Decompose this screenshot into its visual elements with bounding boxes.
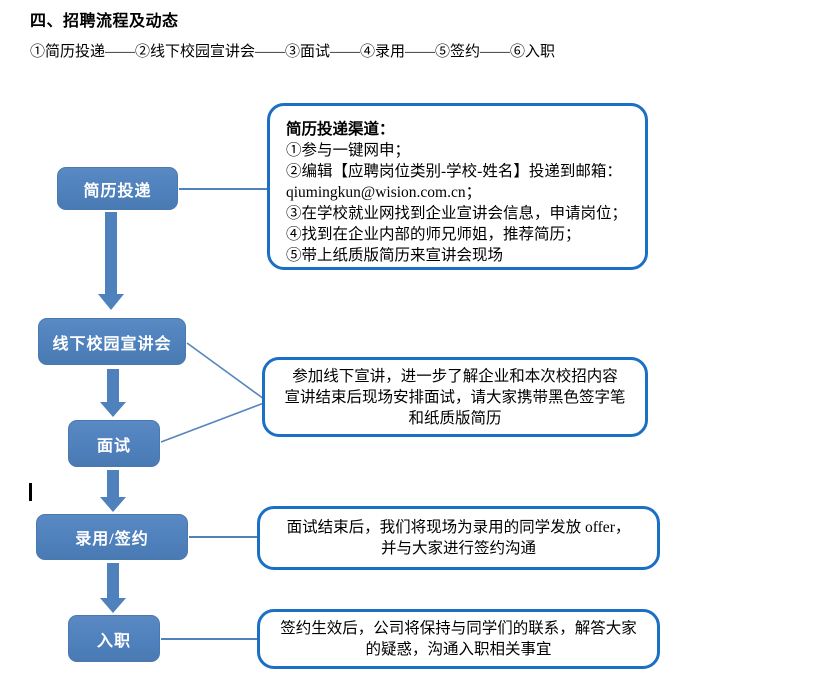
flow-step-offer: 录用/签约 — [36, 514, 188, 560]
down-arrow-1 — [98, 212, 124, 310]
callout-presentation-info: 参加线下宣讲，进一步了解企业和本次校招内容 宣讲结束后现场安排面试，请大家携带黑… — [262, 357, 648, 437]
callout-resume-line-4: ③在学校就业网找到企业宣讲会信息，申请岗位； — [286, 205, 628, 222]
flow-step-resume: 简历投递 — [57, 167, 178, 210]
flow-step-onboarding: 入职 — [68, 615, 160, 662]
flow-step-offer-label: 录用/签约 — [75, 531, 149, 548]
down-arrow-2 — [100, 369, 126, 417]
down-arrow-3 — [100, 470, 126, 512]
callout-offer-info: 面试结束后，我们将现场为录用的同学发放 offer， 并与大家进行签约沟通 — [257, 506, 660, 570]
text-cursor[interactable] — [29, 483, 32, 501]
callout-offer-line-1: 面试结束后，我们将现场为录用的同学发放 offer， — [286, 519, 631, 536]
callout-offer-line-2: 并与大家进行签约沟通 — [380, 540, 536, 557]
flow-step-onboarding-label: 入职 — [96, 632, 131, 650]
process-summary-line: ①简历投递——②线下校园宣讲会——③面试——④录用——⑤签约——⑥入职 — [30, 44, 556, 60]
callout-presentation-line-3: 和纸质版简历 — [408, 409, 502, 427]
callout-resume-line-1: ①参与一键网申； — [286, 142, 411, 159]
callout-onboarding-info: 签约生效后，公司将保持与同学们的联系，解答大家 的疑惑，沟通入职相关事宜 — [257, 609, 660, 669]
page-title: 四、招聘流程及动态 — [30, 13, 179, 30]
callout-onboarding-line-1: 签约生效后，公司将保持与同学们的联系，解答大家 — [280, 620, 637, 637]
callout-resume-email: qiumingkun@wision.com.cn； — [286, 184, 482, 201]
callout-resume-line-5: ④找到在企业内部的师兄师姐，推荐简历； — [286, 226, 581, 243]
callout-resume-channels: 简历投递渠道： ①参与一键网申； ②编辑【应聘岗位类别-学校-姓名】投递到邮箱：… — [267, 103, 648, 270]
connector-interview-callout — [160, 402, 265, 443]
callout-resume-heading: 简历投递渠道： — [286, 121, 395, 138]
connector-presentation-callout — [186, 342, 265, 400]
callout-presentation-line-1: 参加线下宣讲，进一步了解企业和本次校招内容 — [292, 367, 618, 385]
down-arrow-4 — [100, 563, 126, 613]
callout-resume-line-6: ⑤带上纸质版简历来宣讲会现场 — [286, 247, 504, 264]
flow-step-interview-label: 面试 — [96, 437, 131, 455]
flow-step-presentation-label: 线下校园宣讲会 — [52, 335, 172, 353]
flow-step-resume-label: 简历投递 — [83, 182, 152, 200]
flow-step-presentation: 线下校园宣讲会 — [38, 318, 186, 365]
flow-step-interview: 面试 — [68, 420, 160, 467]
callout-presentation-line-2: 宣讲结束后现场安排面试，请大家携带黑色签字笔 — [284, 388, 626, 406]
callout-onboarding-line-2: 的疑惑，沟通入职相关事宜 — [365, 641, 552, 658]
callout-resume-line-2: ②编辑【应聘岗位类别-学校-姓名】投递到邮箱： — [286, 163, 622, 180]
